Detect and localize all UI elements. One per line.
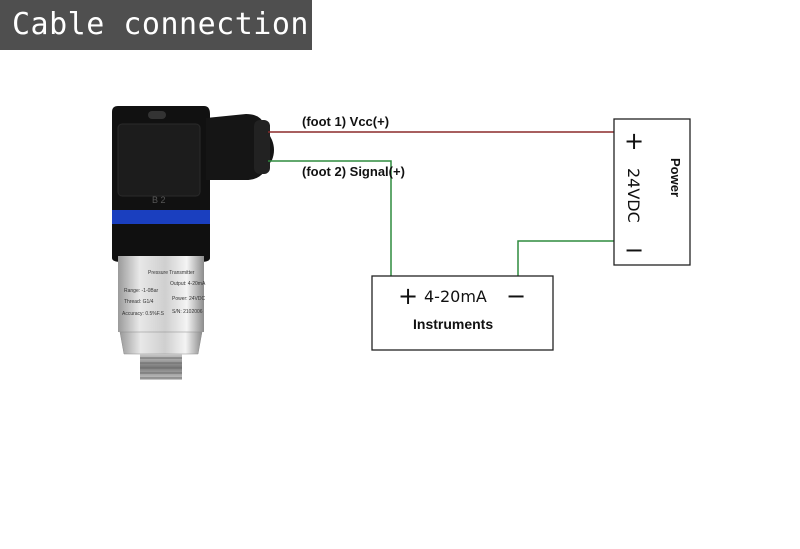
instrument-minus-sign: − [506, 282, 526, 310]
connector-mark: B 2 [152, 195, 166, 205]
pressure-transmitter-icon: B 2 Pressure Transmitter Range: -1-0Bar … [112, 106, 274, 380]
connector-face [117, 123, 201, 197]
label-line: Pressure Transmitter [148, 270, 195, 276]
header-title: Cable connection [12, 7, 309, 42]
transmitter-body [118, 256, 204, 332]
header-badge: Cable connection [0, 0, 312, 50]
label-line: Power: 24VDC [172, 296, 205, 302]
return-wire [517, 240, 614, 276]
signal-wire [268, 160, 392, 276]
power-title: Power [668, 158, 683, 197]
label-line: Output: 4-20mA [170, 281, 206, 287]
instruments-box: + 4-20mA − Instruments [371, 275, 554, 351]
blue-seal-ring [112, 210, 210, 224]
connector-screw-hole [148, 111, 166, 119]
instrument-plus-sign: + [398, 282, 418, 310]
label-line: Thread: G1/4 [124, 299, 154, 305]
power-minus-sign: − [624, 236, 644, 264]
power-voltage: 24VDC [624, 168, 643, 223]
housing-neck [112, 224, 210, 262]
instrument-range: 4-20mA [424, 287, 487, 306]
thread-lines [140, 357, 182, 379]
transmitter-label: Pressure Transmitter Range: -1-0Bar Outp… [122, 270, 206, 317]
signal-wire-label: (foot 2) Signal(+) [302, 164, 405, 179]
power-plus-sign: + [624, 127, 644, 155]
hex-base [119, 331, 203, 355]
label-line: Accuracy: 0.5%F.S [122, 311, 165, 317]
vcc-wire-label: (foot 1) Vcc(+) [302, 114, 389, 129]
instrument-name: Instruments [413, 316, 493, 332]
gland-nut [254, 120, 270, 174]
power-supply-box: + 24VDC − Power [613, 118, 691, 266]
label-line: S/N: 2102006 [172, 309, 203, 315]
label-line: Range: -1-0Bar [124, 288, 159, 294]
